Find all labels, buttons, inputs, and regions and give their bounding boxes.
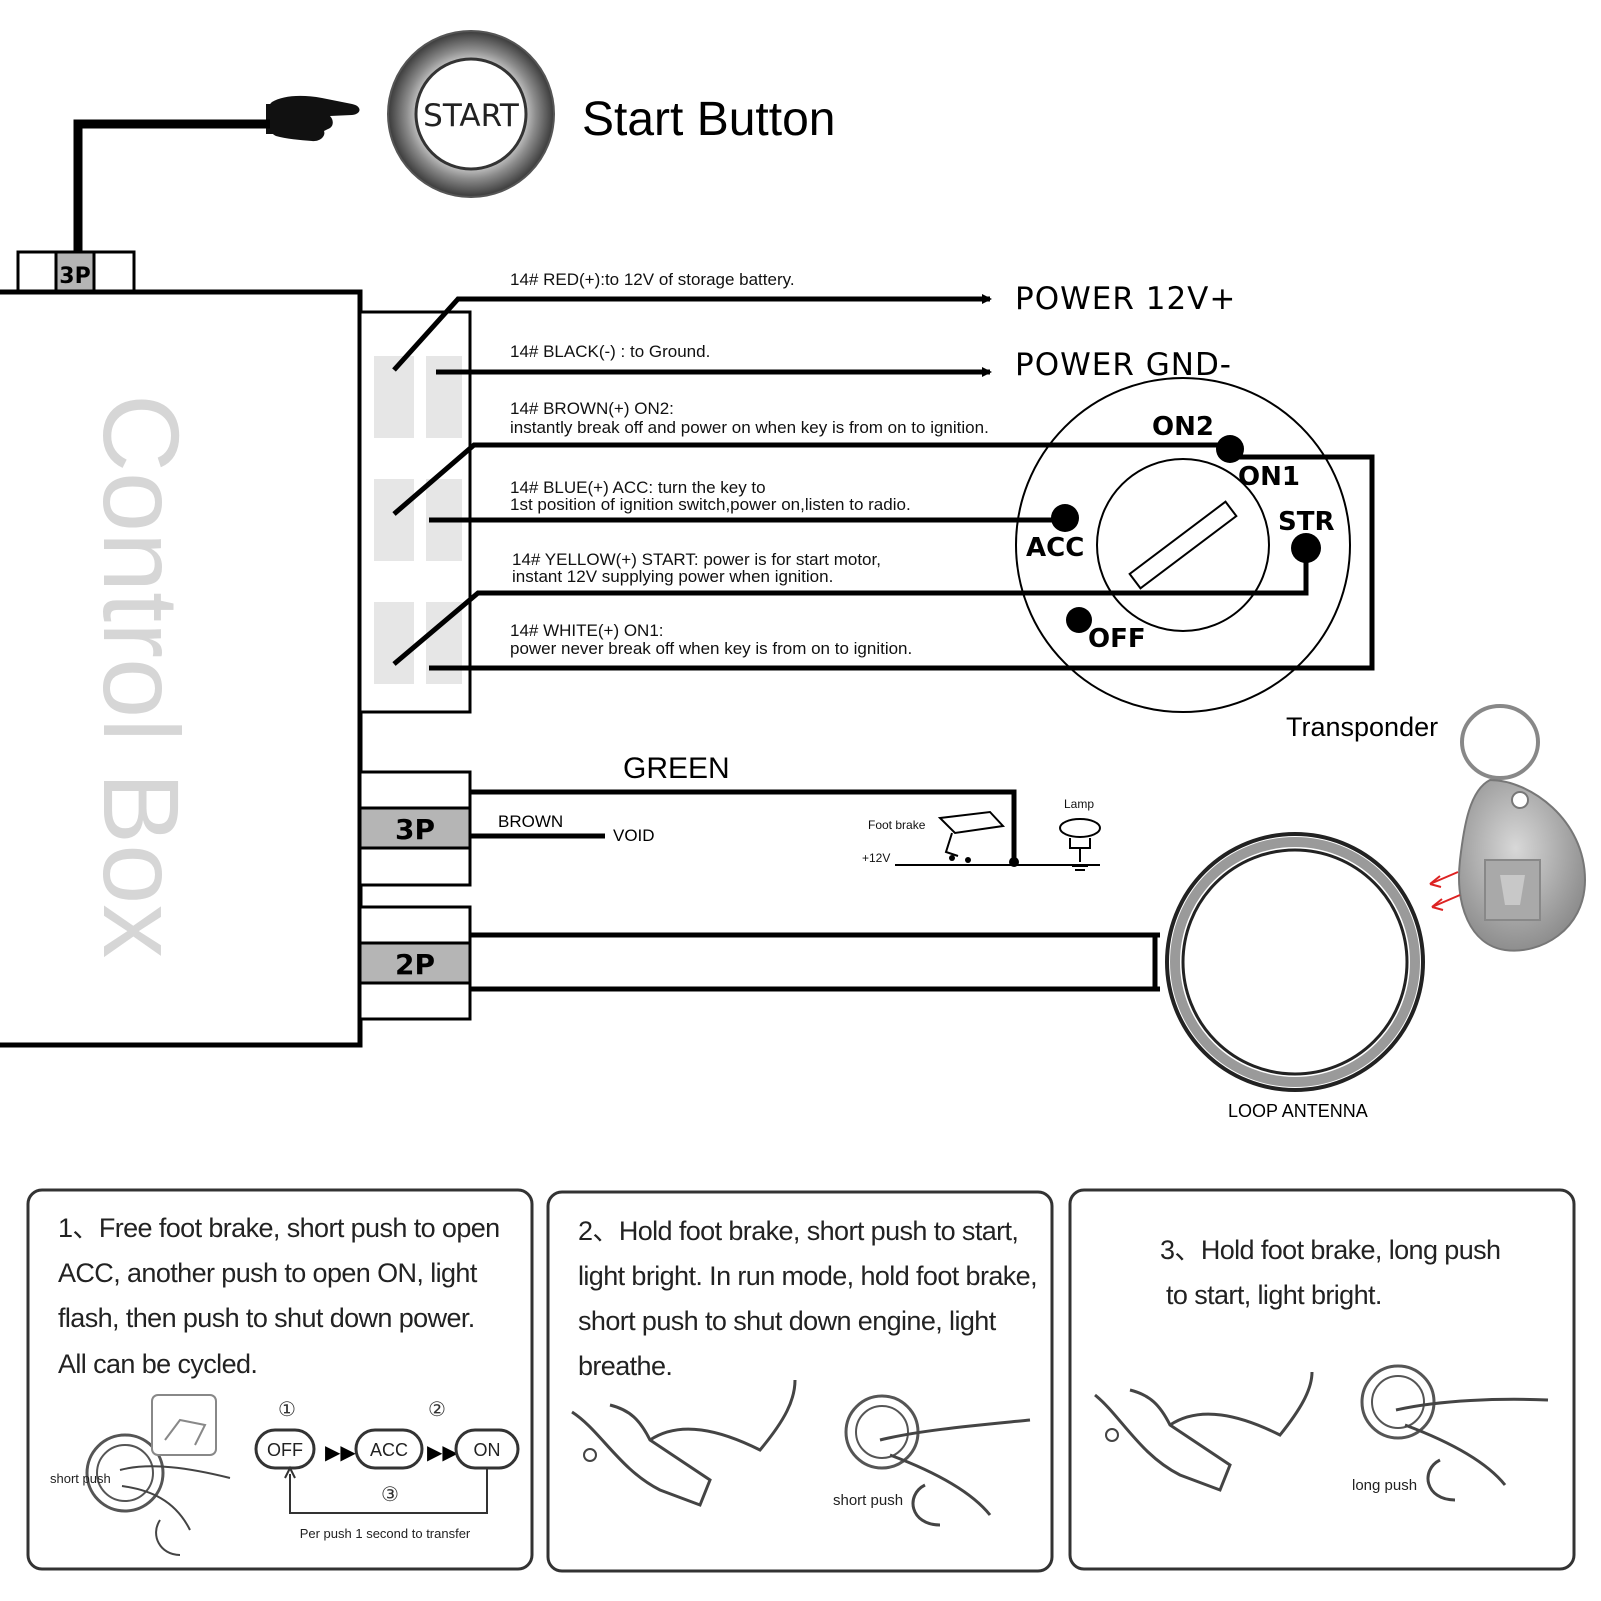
acc-button: ACC	[354, 1428, 424, 1470]
lower-3p-label: 3P	[395, 813, 435, 846]
str-terminal	[1291, 533, 1321, 563]
instruction-panel-1: 1、Free foot brake, short push to open AC…	[26, 1188, 534, 1571]
panel-3-line-2: to start, light bright.	[1166, 1280, 1382, 1310]
flow-arrow-1-icon: ▶▶	[325, 1440, 356, 1464]
flow-off-label: OFF	[267, 1440, 303, 1460]
void-label: VOID	[613, 826, 655, 845]
panel-1-note: Per push 1 second to transfer	[300, 1526, 471, 1541]
panel-2-line-4: breathe.	[578, 1351, 672, 1381]
cycle-return-line	[289, 1468, 488, 1514]
step-1-marker: ①	[278, 1397, 296, 1421]
foot-on-brake-icon	[571, 1379, 797, 1507]
foot-brake-label: Foot brake	[868, 818, 926, 832]
str-label: STR	[1278, 507, 1334, 537]
top-3p-label: 3P	[59, 264, 90, 289]
start-button-label: START	[423, 98, 520, 134]
on2-label: ON2	[1152, 412, 1214, 442]
off-button: OFF	[254, 1428, 316, 1470]
green-wire	[470, 789, 1017, 862]
foot-on-brake-icon-2	[1094, 1371, 1314, 1492]
start-button-cable	[73, 119, 270, 252]
panel-2-line-3: short push to shut down engine, light	[578, 1306, 997, 1336]
start-button-face	[414, 57, 528, 171]
lower-3p-connector: 3P	[358, 770, 472, 887]
brake-lamp-circuit	[895, 810, 1101, 871]
panel-2-line-2: light bright. In run mode, hold foot bra…	[578, 1261, 1037, 1291]
white-wire	[429, 454, 1375, 671]
foot-brake-pedal-icon	[937, 810, 1006, 863]
flow-on-label: ON	[474, 1440, 501, 1460]
yellow-wire-note-2: instant 12V supplying power when ignitio…	[512, 567, 833, 586]
lower-2p-label: 2P	[395, 948, 435, 981]
off-label: OFF	[1088, 624, 1146, 654]
black-wire-note: 14# BLACK(-) : to Ground.	[510, 342, 710, 361]
control-box-label: Control Box	[81, 394, 202, 958]
start-button[interactable]: START	[387, 30, 555, 198]
plus12v-label: +12V	[862, 851, 890, 865]
cycle-arrow-icon	[284, 1465, 296, 1479]
lower-2p-connector: 2P	[358, 905, 472, 1021]
green-label: GREEN	[623, 752, 730, 785]
on-button: ON	[454, 1428, 520, 1470]
panel-1-line-2: ACC, another push to open ON, light	[58, 1258, 478, 1288]
red-wire	[392, 294, 992, 372]
pointing-hand-icon	[266, 95, 360, 142]
step-3-marker: ③	[381, 1482, 399, 1506]
panel-2-push-label: short push	[833, 1492, 903, 1509]
panel-1-line-3: flash, then push to shut down power.	[58, 1303, 475, 1333]
instruction-panel-3: 3、Hold foot brake, long push to start, l…	[1068, 1188, 1576, 1571]
blue-wire-note-2: 1st position of ignition switch,power on…	[510, 495, 911, 514]
on1-label: ON1	[1238, 462, 1300, 492]
panel-3-push-label: long push	[1352, 1477, 1417, 1494]
top-3p-connector: 3P	[16, 250, 136, 294]
flow-arrow-2-icon: ▶▶	[427, 1440, 458, 1464]
panel-3-line-1: 3、Hold foot brake, long push	[1160, 1235, 1500, 1265]
loop-antenna	[1165, 832, 1425, 1092]
panel-1-line-4: All can be cycled.	[58, 1349, 257, 1379]
brown-wire-note-1: 14# BROWN(+) ON2:	[510, 399, 674, 418]
transponder-label: Transponder	[1286, 712, 1438, 742]
lamp-label: Lamp	[1064, 797, 1094, 811]
brown-label: BROWN	[498, 812, 563, 831]
lamp-icon	[1059, 818, 1101, 871]
power-12v-label: POWER 12V+	[1015, 281, 1236, 317]
power-gnd-label: POWER GND-	[1015, 347, 1232, 383]
red-wire-note: 14# RED(+):to 12V of storage battery.	[510, 270, 795, 289]
key-slot	[1128, 500, 1238, 590]
antenna-wires	[470, 932, 1160, 992]
flow-acc-label: ACC	[370, 1440, 408, 1460]
white-wire-note-2: power never break off when key is from o…	[510, 639, 912, 658]
transponder-fob-icon	[1458, 704, 1587, 952]
step-2-marker: ②	[428, 1397, 446, 1421]
yellow-wire-note-1: 14# YELLOW(+) START: power is for start …	[512, 550, 881, 569]
acc-label: ACC	[1026, 533, 1084, 563]
brown-wire-note-2: instantly break off and power on when ke…	[510, 418, 989, 437]
rf-signal-arrows-icon	[1429, 871, 1461, 911]
panel-2-line-1: 2、Hold foot brake, short push to start,	[578, 1216, 1018, 1246]
power-wires	[392, 294, 1375, 671]
hand-push-button-icon	[85, 1394, 231, 1556]
loop-antenna-label: LOOP ANTENNA	[1228, 1101, 1368, 1121]
off-terminal	[1066, 607, 1092, 633]
instruction-panel-2: 2、Hold foot brake, short push to start, …	[546, 1190, 1054, 1573]
panel-1-push-label: short push	[50, 1471, 111, 1486]
ignition-switch	[1015, 377, 1351, 713]
on2-terminal	[1216, 435, 1244, 463]
acc-terminal	[1051, 504, 1079, 532]
white-wire-note-1: 14# WHITE(+) ON1:	[510, 621, 664, 640]
start-button-title: Start Button	[582, 93, 835, 146]
finger-long-push-icon	[1360, 1364, 1549, 1502]
finger-push-button-icon	[844, 1394, 1031, 1527]
blue-wire-note-1: 14# BLUE(+) ACC: turn the key to	[510, 478, 766, 497]
panel-1-line-1: 1、Free foot brake, short push to open	[58, 1213, 500, 1243]
yellow-wire	[392, 548, 1309, 666]
brown-wire	[392, 442, 1228, 516]
